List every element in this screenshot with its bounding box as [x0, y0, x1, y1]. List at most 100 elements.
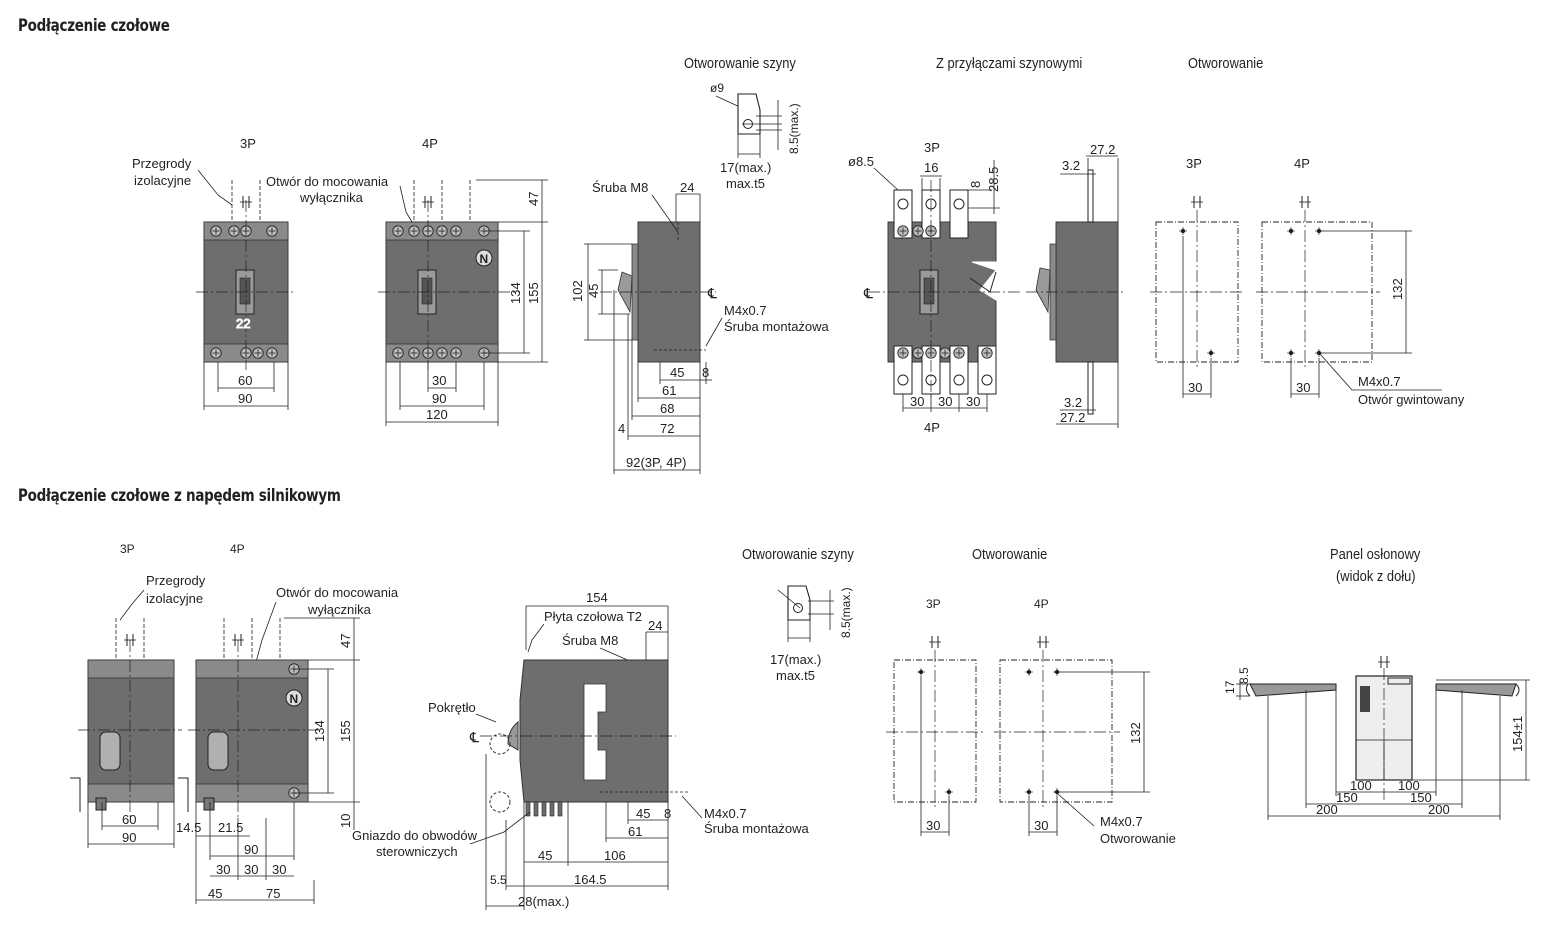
- dim-47: 47: [526, 192, 541, 206]
- svg-text:℄: ℄: [469, 729, 479, 745]
- svg-text:N: N: [290, 692, 299, 706]
- subtitle-panel: Panel osłonowy: [1330, 546, 1421, 563]
- motor-3p: 3P: [120, 542, 135, 556]
- motor-screw-m8: Śruba M8: [562, 633, 618, 648]
- motor-barriers-1: Przegrody: [146, 573, 206, 588]
- dim-155: 155: [526, 282, 541, 304]
- subtitle-bus-connectors: Z przyłączami szynowymi: [936, 55, 1083, 72]
- front-plate-label: Płyta czołowa T2: [544, 609, 642, 624]
- drill-4p: 4P: [1294, 156, 1310, 171]
- neutral-n: N: [480, 252, 489, 266]
- motor-dim-145: 14.5: [176, 820, 201, 835]
- dim-30: 30: [432, 373, 446, 388]
- m4-label: M4x0.7: [724, 303, 767, 318]
- motor-side-view: 154 Płyta czołowa T2 Śruba M8 24 ℄ Pokrę…: [352, 590, 810, 910]
- motor-dim-55: 5.5: [490, 873, 507, 887]
- drill2-m4: M4x0.7: [1100, 814, 1143, 829]
- panel-dim-200a: 200: [1316, 802, 1338, 817]
- drill-3p: 3P: [1186, 156, 1202, 171]
- panel-dim-154: 154±1: [1510, 716, 1525, 752]
- socket-label-2: sterowniczych: [376, 844, 458, 859]
- motor-dim-10: 10: [338, 814, 353, 828]
- motor-dim-30c: 30: [272, 862, 286, 877]
- subtitle-rail-drilling: Otworowanie szyny: [684, 55, 796, 72]
- drill2-label: Otworowanie: [1100, 831, 1176, 846]
- dim-32-bot: 3.2: [1064, 395, 1082, 410]
- drill-4p-2: 4P: [1034, 597, 1049, 611]
- motor-dim-30a: 30: [216, 862, 230, 877]
- rail-w1: 17(max.): [720, 160, 771, 175]
- dim-8-bus: 8: [968, 181, 983, 188]
- dim-272-bot: 27.2: [1060, 410, 1085, 425]
- dim-24: 24: [680, 180, 694, 195]
- barriers-label-1: Przegrody: [132, 156, 192, 171]
- svg-text:℄: ℄: [863, 285, 873, 301]
- dim-45: 45: [586, 284, 601, 298]
- dim-90-4p: 90: [432, 391, 446, 406]
- breaker-side-view: ℄ Śruba M8 24 M4x0.7 Śruba montażowa 102…: [570, 180, 830, 474]
- rail-w2: max.t5: [726, 176, 765, 191]
- motor-dim-8: 8: [664, 806, 671, 821]
- dim-154: 154: [586, 590, 608, 605]
- dim-61: 61: [662, 383, 676, 398]
- drill-3p-2: 3P: [926, 597, 941, 611]
- motor-dim-90-4p: 90: [244, 842, 258, 857]
- panel-dim-150b: 150: [1410, 790, 1432, 805]
- mount-hole-label-2: wyłącznika: [299, 190, 364, 205]
- phi85-label: ø8.5: [848, 154, 874, 169]
- motor-dim-134: 134: [312, 720, 327, 742]
- dim-8: 8: [702, 365, 709, 380]
- motor-dim-24: 24: [648, 618, 662, 633]
- motor-barriers-2: izolacyjne: [146, 591, 203, 606]
- panel-dim-100a: 100: [1350, 778, 1372, 793]
- phi9-label: ø9: [710, 81, 724, 95]
- dim-22: 22: [236, 316, 250, 331]
- dim-30a: 30: [910, 394, 924, 409]
- subtitle-drilling-2: Otworowanie: [972, 546, 1048, 563]
- dim-32-top: 3.2: [1062, 158, 1080, 173]
- drill2-dim-132: 132: [1128, 722, 1143, 744]
- subtitle-rail-drilling-2: Otworowanie szyny: [742, 546, 854, 563]
- threaded-hole-label: Otwór gwintowany: [1358, 392, 1465, 407]
- bus-4p: 4P: [924, 420, 940, 435]
- dim-102: 102: [570, 280, 585, 302]
- centerline-mark: ℄: [707, 285, 717, 301]
- drill2-dim-30: 30: [926, 818, 940, 833]
- motor-dim-215: 21.5: [218, 820, 243, 835]
- motor-dim-47: 47: [338, 634, 353, 648]
- dim-285: 28.5: [986, 167, 1001, 192]
- motor-mount-1: Otwór do mocowania: [276, 585, 399, 600]
- motor-mount-2: wyłącznika: [307, 602, 372, 617]
- drilling-pattern-top: 3P 4P 30 30 132 M4x0.7 Otwór gwintowany: [1150, 156, 1465, 407]
- dim-90: 90: [238, 391, 252, 406]
- subtitle-panel-view: (widok z dołu): [1336, 568, 1416, 585]
- panel-dim-17: 17: [1223, 680, 1237, 694]
- drill-m4: M4x0.7: [1358, 374, 1401, 389]
- motor-mount-screw: Śruba montażowa: [704, 821, 810, 836]
- section-title-motor: Podłączenie czołowe z napędem silnikowym: [18, 486, 341, 506]
- motor-dim-90: 90: [122, 830, 136, 845]
- breaker-3p-front: 3P Przegrody izolacyjne 22 60 90: [132, 136, 296, 410]
- motor-dim-30b: 30: [244, 862, 258, 877]
- dim-30b: 30: [938, 394, 952, 409]
- drill-dim-30b: 30: [1296, 380, 1310, 395]
- dim-30c: 30: [966, 394, 980, 409]
- dim-272-top: 27.2: [1090, 142, 1115, 157]
- dim-120: 120: [426, 407, 448, 422]
- subtitle-drilling: Otworowanie: [1188, 55, 1264, 72]
- motor-dim-28: 28(max.): [518, 894, 569, 909]
- rail-max-label-2: 8.5(max.): [839, 587, 853, 638]
- panel-dim-200b: 200: [1428, 802, 1450, 817]
- label-3p: 3P: [240, 136, 256, 151]
- panel-dim-85: 8.5: [1237, 667, 1251, 684]
- drill-dim-132: 132: [1390, 278, 1405, 300]
- knob-label: Pokrętło: [428, 700, 476, 715]
- dim-92: 92(3P, 4P): [626, 455, 686, 470]
- section-title-front: Podłączenie czołowe: [18, 16, 170, 36]
- panel-dim-100b: 100: [1398, 778, 1420, 793]
- motor-dim-45b: 45: [538, 848, 552, 863]
- motor-dim-106: 106: [604, 848, 626, 863]
- rail-w2-2: max.t5: [776, 668, 815, 683]
- motor-4p: 4P: [230, 542, 245, 556]
- barriers-label-2: izolacyjne: [134, 173, 191, 188]
